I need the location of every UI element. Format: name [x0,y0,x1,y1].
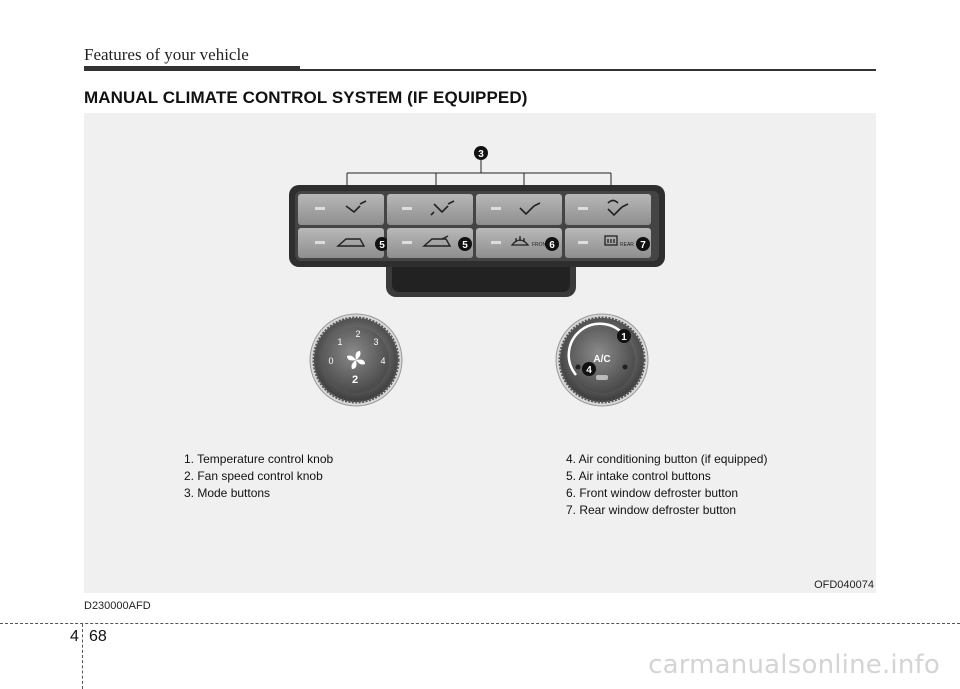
rear-defrost-button[interactable]: REAR 7 [565,228,651,258]
fan-tick: 3 [373,337,378,347]
svg-text:REAR: REAR [620,242,634,248]
legend-right: 4. Air conditioning button (if equipped)… [566,451,767,519]
header-rule [84,66,300,71]
section-title: MANUAL CLIMATE CONTROL SYSTEM (IF EQUIPP… [84,88,528,107]
figure-code: OFD040074 [814,579,874,591]
vent-floor-defrost-icon [607,199,629,217]
fan-tick: 1 [337,337,342,347]
footer-divider [0,623,960,624]
page-number: 68 [89,628,107,645]
fresh-air-icon [422,235,452,247]
rear-defrost-icon [604,235,618,246]
callout-4: 4 [582,362,596,376]
chapter-number: 4 [70,628,79,645]
svg-text:A/C: A/C [593,354,610,365]
legend-left: 1. Temperature control knob 2. Fan speed… [184,451,333,502]
svg-text:1: 1 [621,332,627,343]
intake-button-recirc[interactable]: 5 [298,228,389,258]
svg-text:4: 4 [586,365,592,376]
svg-text:5: 5 [462,240,468,251]
mode-button-floor-defrost[interactable] [565,194,651,225]
recirculate-icon [336,238,366,247]
svg-text:5: 5 [379,240,385,251]
ac-button[interactable]: A/C [593,354,610,365]
footer-vertical-divider [82,624,83,689]
svg-text:2: 2 [352,374,358,386]
vent-floor-icon [519,202,541,216]
svg-text:6: 6 [549,240,555,251]
watermark[interactable]: carmanualsonline.info [648,650,940,680]
fan-icon [347,351,365,369]
legend-item: 6. Front window defroster button [566,486,739,500]
legend-item: 1. Temperature control knob [184,452,334,466]
header-rule-thin [300,69,876,71]
fan-speed-knob[interactable]: 2 1 3 0 4 2 [309,313,403,407]
figure: 3 [84,113,876,593]
svg-text:3: 3 [478,149,484,160]
vent-face-icon [345,200,367,214]
document-code: D230000AFD [84,600,151,612]
mode-button-bilevel[interactable] [387,194,473,225]
mode-button-face[interactable] [298,194,384,225]
mode-button-floor[interactable] [476,194,562,225]
legend-item: 2. Fan speed control knob [184,469,323,483]
legend-item: 7. Rear window defroster button [566,503,737,517]
svg-text:7: 7 [640,240,646,251]
intake-button-fresh[interactable]: 5 [387,228,473,258]
legend-item: 3. Mode buttons [184,486,271,500]
fan-tick: 2 [355,329,360,339]
legend-item: 5. Air intake control buttons [566,469,711,483]
climate-control-illustration: 3 [289,146,665,407]
header-title: Features of your vehicle [84,45,249,64]
callout-3: 3 [474,146,488,160]
legend-item: 4. Air conditioning button (if equipped) [566,452,768,466]
vent-bilevel-icon [430,200,455,216]
front-defrost-icon [510,236,530,246]
fan-tick: 0 [328,356,333,366]
front-defrost-button[interactable]: FRONT 6 [476,228,562,258]
svg-text:FRONT: FRONT [532,242,549,248]
callout-1: 1 [617,329,631,343]
fan-tick: 4 [380,356,385,366]
